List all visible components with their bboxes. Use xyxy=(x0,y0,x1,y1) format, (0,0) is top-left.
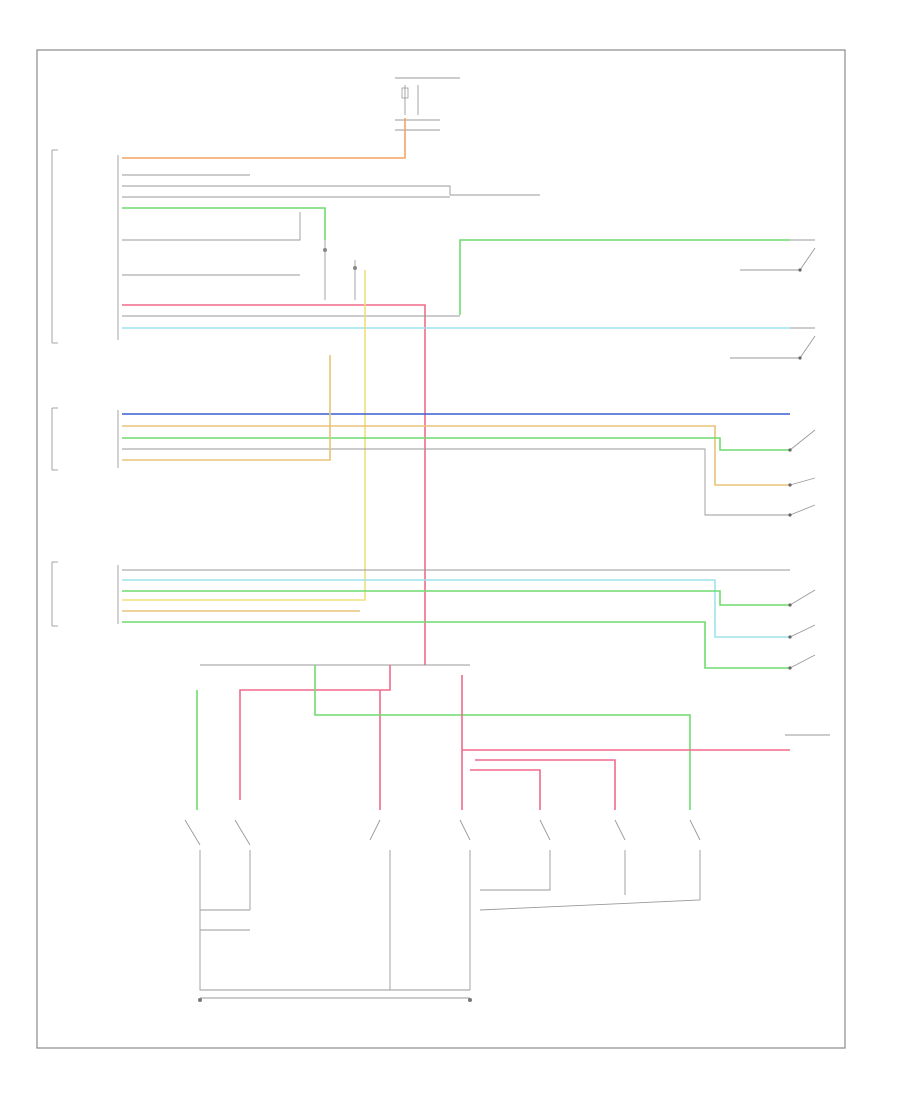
right-switch-1 xyxy=(740,239,816,272)
diagram-frame xyxy=(36,49,846,1049)
fuse-block xyxy=(395,77,460,131)
wire-orange xyxy=(122,118,406,159)
wire-green-lower-2 xyxy=(122,621,790,669)
left-module-upper xyxy=(51,149,119,344)
wire-gray-mid xyxy=(122,448,790,516)
switch-row xyxy=(184,819,701,846)
right-switch-5 xyxy=(788,504,816,517)
ground-bus xyxy=(199,850,701,991)
wire-pink-branch-2 xyxy=(470,769,541,810)
right-switch-4 xyxy=(788,477,816,487)
wire-gray-2 xyxy=(122,185,451,195)
right-switch-3 xyxy=(788,429,816,452)
relay-switch xyxy=(323,240,357,300)
ground-point-right xyxy=(468,998,472,1002)
wire-pink-branch-3 xyxy=(475,759,616,810)
right-switch-6 xyxy=(788,589,816,607)
right-switch-7 xyxy=(788,624,816,639)
wire-green-top xyxy=(122,207,326,240)
wire-pink-main xyxy=(122,304,426,665)
ground-bus-2 xyxy=(200,909,250,931)
ground-point-left xyxy=(198,998,202,1002)
wire-yellow xyxy=(122,270,366,601)
right-switch-8 xyxy=(788,654,816,670)
wire-tan xyxy=(122,425,790,486)
wire-green-mid xyxy=(122,437,790,451)
right-switch-2 xyxy=(730,327,816,360)
wire-tan-2 xyxy=(122,355,331,461)
wire-green-lower-3 xyxy=(314,665,691,810)
wire-green-lower xyxy=(122,590,790,606)
wire-cyan-lower xyxy=(122,579,790,638)
left-module-middle xyxy=(51,407,119,471)
wire-gray-4 xyxy=(122,212,301,241)
left-module-lower xyxy=(51,561,119,627)
wire-green-right xyxy=(459,239,790,315)
